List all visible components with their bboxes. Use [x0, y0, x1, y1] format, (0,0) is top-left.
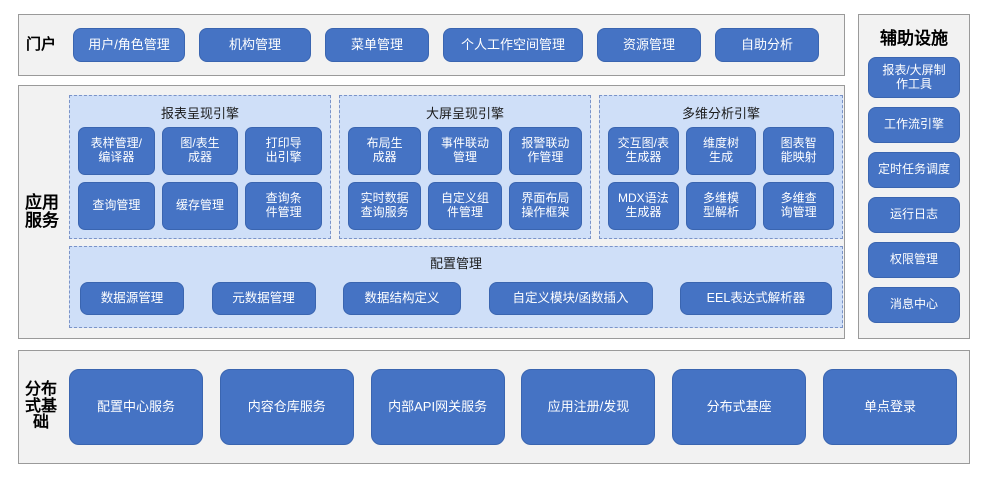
report-rendering-engine-panel: 报表呈现引擎 表样管理/ 编译器 图/表生 成器 打印导 出引擎 查询管理 缓存…	[69, 95, 331, 239]
portal-item-org-management[interactable]: 机构管理	[199, 28, 311, 62]
bigscreen-item-custom-component-management[interactable]: 自定义组 件管理	[428, 182, 502, 230]
bigscreen-rendering-engine-panel: 大屏呈现引擎 布局生 成器 事件联动 管理 报警联动 作管理 实时数据 查询服务…	[339, 95, 591, 239]
report-item-chart-table-generator[interactable]: 图/表生 成器	[161, 127, 239, 175]
portal-section: 门户 用户/角色管理 机构管理 菜单管理 个人工作空间管理 资源管理 自助分析	[18, 14, 845, 76]
configuration-management-items: 数据源管理 元数据管理 数据结构定义 自定义模块/函数插入 EEL表达式解析器	[80, 278, 832, 318]
olap-item-multidim-query-management[interactable]: 多维查 询管理	[763, 182, 834, 230]
portal-item-menu-management[interactable]: 菜单管理	[325, 28, 429, 62]
aux-item-report-bigscreen-tool[interactable]: 报表/大屏制 作工具	[868, 57, 960, 98]
engine-panels: 报表呈现引擎 表样管理/ 编译器 图/表生 成器 打印导 出引擎 查询管理 缓存…	[69, 95, 843, 239]
portal-section-label: 门户	[25, 36, 56, 54]
application-services-section: 应用服务 报表呈现引擎 表样管理/ 编译器 图/表生 成器 打印导 出引擎 查询…	[18, 85, 845, 339]
report-engine-title: 报表呈现引擎	[160, 106, 239, 121]
portal-item-self-service-analysis[interactable]: 自助分析	[715, 28, 819, 62]
config-item-custom-module-function-insert[interactable]: 自定义模块/函数插入	[488, 281, 653, 315]
portal-item-user-role-management[interactable]: 用户/角色管理	[73, 28, 185, 62]
report-item-template-manager[interactable]: 表样管理/ 编译器	[78, 127, 155, 175]
olap-item-mdx-syntax-generator[interactable]: MDX语法 生成器	[608, 182, 679, 230]
aux-item-message-center[interactable]: 消息中心	[868, 287, 960, 323]
configuration-management-title: 配置管理	[429, 256, 482, 271]
dist-item-internal-api-gateway-service[interactable]: 内部API网关服务	[370, 369, 505, 445]
olap-engine-items: 交互图/表 生成器 维度树 生成 图表智 能映射 MDX语法 生成器 多维模 型…	[608, 127, 834, 230]
aux-item-runtime-log[interactable]: 运行日志	[868, 197, 960, 233]
dist-item-single-sign-on[interactable]: 单点登录	[822, 369, 957, 445]
auxiliary-button-list: 报表/大屏制 作工具 工作流引擎 定时任务调度 运行日志 权限管理 消息中心	[868, 57, 960, 323]
aux-item-permission-management[interactable]: 权限管理	[868, 242, 960, 278]
config-item-metadata-management[interactable]: 元数据管理	[211, 281, 316, 315]
bigscreen-engine-title: 大屏呈现引擎	[425, 106, 504, 121]
dist-item-app-registration-discovery[interactable]: 应用注册/发现	[521, 369, 656, 445]
bigscreen-item-event-linkage-management[interactable]: 事件联动 管理	[428, 127, 502, 175]
olap-item-chart-smart-mapping[interactable]: 图表智 能映射	[763, 127, 834, 175]
bigscreen-engine-items: 布局生 成器 事件联动 管理 报警联动 作管理 实时数据 查询服务 自定义组 件…	[348, 127, 582, 230]
dist-item-config-center-service[interactable]: 配置中心服务	[69, 369, 203, 445]
application-services-body: 报表呈现引擎 表样管理/ 编译器 图/表生 成器 打印导 出引擎 查询管理 缓存…	[65, 86, 853, 338]
bigscreen-item-realtime-data-query-service[interactable]: 实时数据 查询服务	[348, 182, 422, 230]
portal-item-resource-management[interactable]: 资源管理	[597, 28, 701, 62]
bigscreen-item-layout-generator[interactable]: 布局生 成器	[348, 127, 422, 175]
bigscreen-item-alarm-action-management[interactable]: 报警联动 作管理	[508, 127, 582, 175]
olap-engine-title: 多维分析引擎	[681, 106, 760, 121]
report-item-cache-management[interactable]: 缓存管理	[161, 182, 239, 230]
dist-item-content-repository-service[interactable]: 内容仓库服务	[219, 369, 354, 445]
portal-item-personal-workspace-management[interactable]: 个人工作空间管理	[443, 28, 583, 62]
distributed-button-list: 配置中心服务 内容仓库服务 内部API网关服务 应用注册/发现 分布式基座 单点…	[63, 369, 969, 445]
auxiliary-section-title: 辅助设施	[880, 29, 948, 48]
report-item-print-export-engine[interactable]: 打印导 出引擎	[245, 127, 322, 175]
aux-item-scheduled-task[interactable]: 定时任务调度	[868, 152, 960, 188]
config-item-eel-expression-parser[interactable]: EEL表达式解析器	[680, 281, 832, 315]
auxiliary-facilities-section: 辅助设施 报表/大屏制 作工具 工作流引擎 定时任务调度 运行日志 权限管理 消…	[858, 14, 970, 339]
bigscreen-item-ui-layout-framework[interactable]: 界面布局 操作框架	[508, 182, 582, 230]
report-item-query-condition-management[interactable]: 查询条 件管理	[245, 182, 322, 230]
application-services-label: 应用服务	[25, 193, 59, 230]
olap-item-interactive-chart-generator[interactable]: 交互图/表 生成器	[608, 127, 679, 175]
configuration-management-panel: 配置管理 数据源管理 元数据管理 数据结构定义 自定义模块/函数插入 EEL表达…	[69, 246, 843, 328]
config-item-datasource-management[interactable]: 数据源管理	[80, 281, 184, 315]
olap-item-dimension-tree-generation[interactable]: 维度树 生成	[685, 127, 757, 175]
report-engine-items: 表样管理/ 编译器 图/表生 成器 打印导 出引擎 查询管理 缓存管理 查询条 …	[78, 127, 322, 230]
dist-item-distributed-foundation[interactable]: 分布式基座	[672, 369, 807, 445]
aux-item-workflow-engine[interactable]: 工作流引擎	[868, 107, 960, 143]
distributed-infrastructure-section: 分布式基础 配置中心服务 内容仓库服务 内部API网关服务 应用注册/发现 分布…	[18, 350, 970, 464]
olap-item-multidim-model-parsing[interactable]: 多维模 型解析	[685, 182, 757, 230]
report-item-query-management[interactable]: 查询管理	[78, 182, 155, 230]
portal-button-list: 用户/角色管理 机构管理 菜单管理 个人工作空间管理 资源管理 自助分析	[63, 28, 844, 62]
config-item-data-structure-definition[interactable]: 数据结构定义	[343, 281, 461, 315]
distributed-infrastructure-label: 分布式基础	[24, 380, 57, 432]
multidimensional-analysis-engine-panel: 多维分析引擎 交互图/表 生成器 维度树 生成 图表智 能映射 MDX语法 生成…	[599, 95, 843, 239]
